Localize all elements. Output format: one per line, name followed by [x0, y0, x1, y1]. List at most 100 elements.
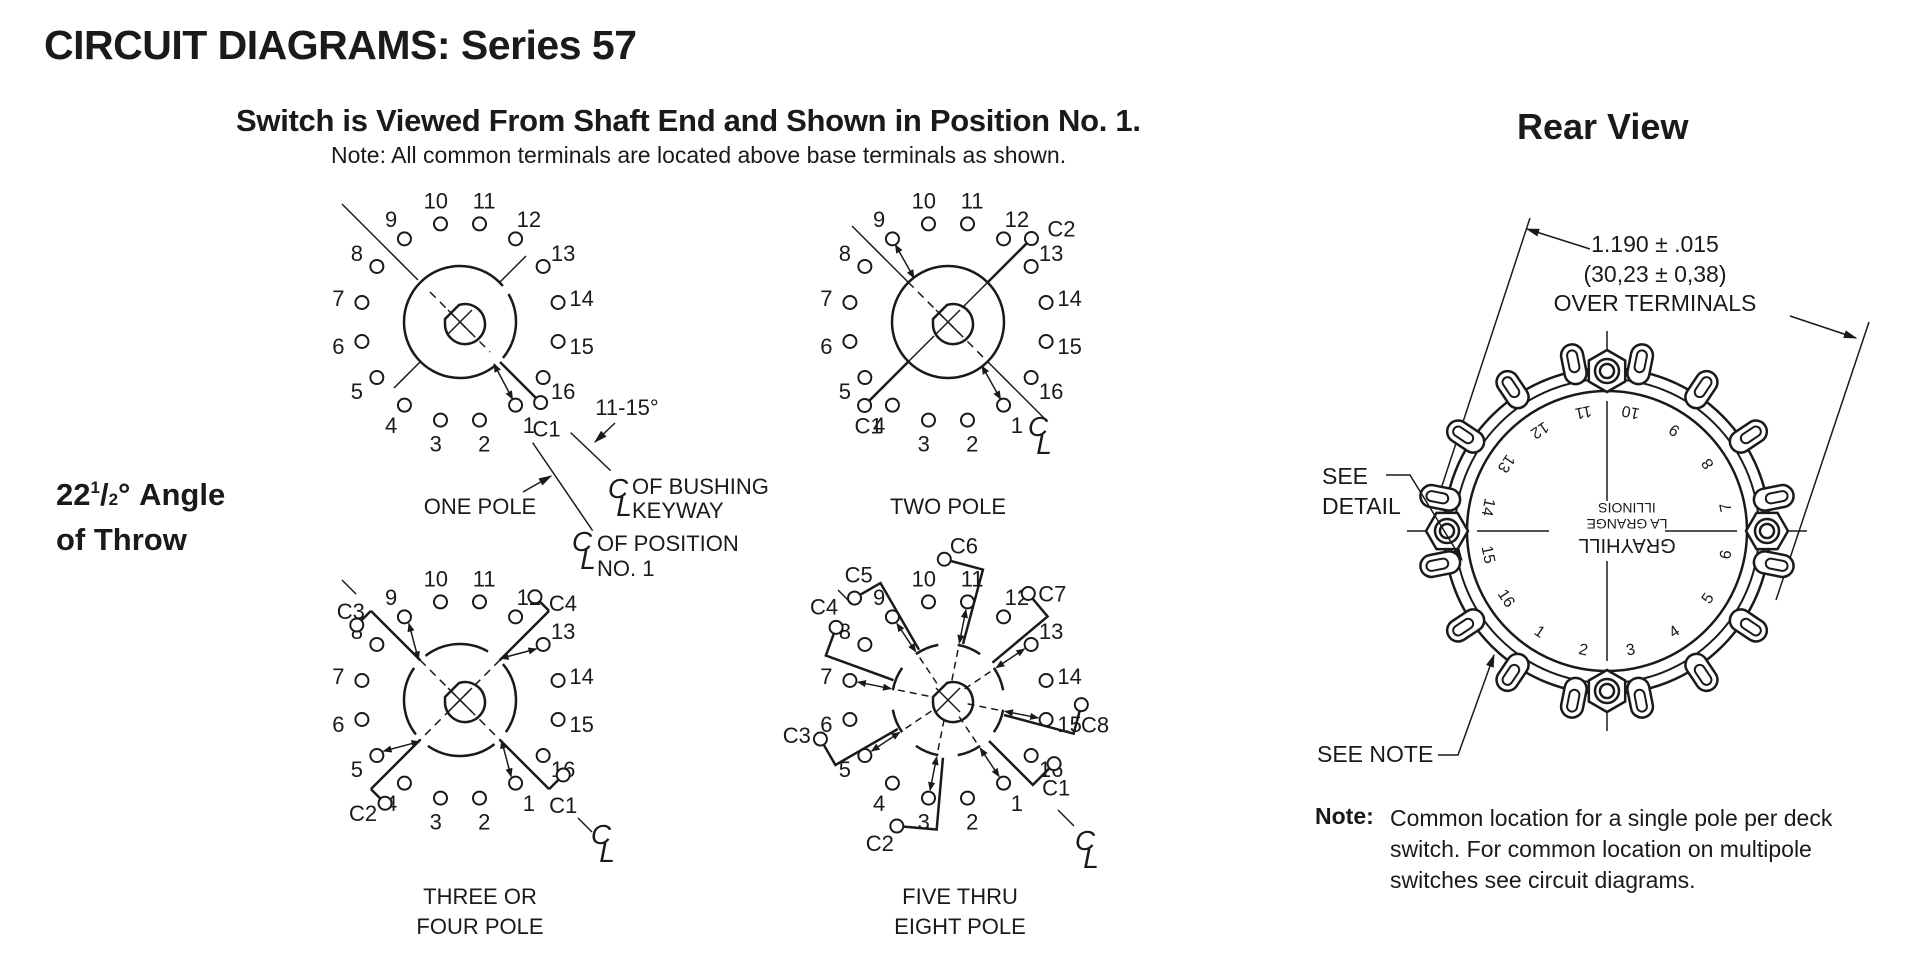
terminal-3 — [432, 412, 448, 428]
mounting-hole-outer — [1593, 357, 1621, 385]
common-terminal-c2 — [377, 795, 393, 811]
common-contact-bar-c2 — [896, 757, 945, 831]
terminal-12 — [996, 609, 1012, 625]
terminal-7 — [354, 672, 370, 688]
rear-terminal-number-5: 5 — [1699, 590, 1718, 607]
dimension-label: OVER TERMINALS — [1554, 290, 1757, 316]
terminal-lug — [1495, 369, 1530, 410]
common-label-c8: C8 — [1081, 712, 1109, 737]
dimension-extension-right — [1775, 321, 1870, 601]
rear-view-title: Rear View — [1517, 106, 1689, 147]
terminal-9 — [396, 609, 412, 625]
terminal-label-16: 16 — [1039, 379, 1063, 404]
angle-of-throw-label: 221/2° Angle of Throw — [56, 477, 226, 557]
dimension-arrow-left — [1525, 228, 1591, 250]
lug-body — [1626, 343, 1655, 386]
terminal-9 — [884, 231, 900, 247]
lug-slot — [1633, 349, 1648, 374]
lug-slot — [1452, 617, 1475, 637]
terminal-label-6: 6 — [332, 334, 344, 359]
rear-terminal-number-12: 12 — [1527, 418, 1551, 442]
common-contact-bar-c4 — [824, 626, 894, 682]
terminal-label-6: 6 — [820, 712, 832, 737]
contact-travel-arrow — [1004, 709, 1040, 720]
mounting-hex-nut — [1587, 668, 1627, 714]
terminal-16 — [1023, 748, 1039, 764]
rear-terminal-number-6: 6 — [1717, 549, 1735, 561]
terminal-label-7: 7 — [332, 286, 344, 311]
lug-body — [1752, 550, 1795, 579]
dimension-extension-left — [1437, 217, 1531, 499]
terminal-6 — [842, 334, 858, 350]
rear-terminal-number-7: 7 — [1717, 501, 1735, 513]
rotor-spoke — [964, 668, 995, 690]
common-label-c7: C7 — [1038, 581, 1066, 606]
terminal-15 — [1038, 334, 1054, 350]
rotor-circle — [890, 264, 1006, 380]
lug-body — [1728, 419, 1769, 454]
terminal-label-3: 3 — [918, 810, 930, 835]
terminal-1 — [996, 397, 1012, 413]
terminal-label-2: 2 — [966, 810, 978, 835]
terminal-label-9: 9 — [385, 207, 397, 232]
lug-slot — [1693, 376, 1713, 399]
diagram-caption-line1: THREE OR — [423, 884, 537, 909]
terminal-label-7: 7 — [820, 286, 832, 311]
terminal-11 — [472, 216, 488, 232]
lug-slot — [1739, 425, 1762, 445]
rear-terminal-number-16: 16 — [1494, 587, 1518, 611]
diagonal-line — [499, 255, 527, 283]
rotor-arc — [992, 709, 1005, 733]
rotor-arc — [891, 667, 904, 691]
rear-note-label: Note: — [1315, 803, 1374, 829]
terminal-11 — [472, 594, 488, 610]
terminal-label-15: 15 — [569, 334, 593, 359]
common-terminal-c7 — [1020, 585, 1036, 601]
lug-slot — [1764, 490, 1789, 505]
rear-view-drawing: 1.190 ± .015(30,23 ± 0,38)OVER TERMINALS… — [1317, 217, 1870, 767]
common-terminal-c4 — [527, 589, 543, 605]
lug-body — [1728, 608, 1769, 643]
position-centerline — [987, 361, 1045, 419]
shaft-cross-line — [935, 687, 961, 713]
centerline-l: L — [616, 491, 632, 522]
mounting-hex-nut — [1587, 348, 1627, 394]
rotor-arc — [957, 643, 981, 656]
lug-slot — [1739, 617, 1762, 637]
terminal-label-13: 13 — [1039, 619, 1063, 644]
terminal-lug — [1445, 608, 1486, 643]
terminal-14 — [1038, 672, 1054, 688]
shaft-flat — [443, 680, 487, 724]
switch-diagram-three-or-four-pole: 12345678910111213141516C1C2C3C4CLTHREE O… — [332, 566, 615, 939]
terminal-label-8: 8 — [351, 241, 363, 266]
shaft-flat — [931, 302, 975, 346]
rotor-arc — [427, 743, 496, 758]
terminal-label-14: 14 — [569, 286, 593, 311]
terminal-7 — [354, 294, 370, 310]
contact-travel-arrow — [981, 365, 1002, 400]
rotor-spoke — [916, 653, 938, 684]
common-terminal-c6 — [936, 551, 952, 567]
lug-slot — [1693, 663, 1713, 686]
terminal-2 — [960, 790, 976, 806]
terminal-label-9: 9 — [873, 585, 885, 610]
terminal-10 — [432, 216, 448, 232]
common-contact-bar-c7 — [991, 592, 1050, 664]
common-terminal-c1 — [1046, 756, 1062, 772]
mounting-hex-nut — [1744, 511, 1790, 551]
rotor-spoke — [958, 716, 980, 747]
shaft-flat — [931, 680, 975, 724]
terminal-1 — [996, 775, 1012, 791]
diagonal-inner — [419, 659, 501, 741]
terminal-label-12: 12 — [517, 207, 541, 232]
common-contact-bar-c6 — [943, 558, 985, 645]
dimension-value: 1.190 ± .015 — [1591, 231, 1719, 257]
terminal-lug — [1445, 419, 1486, 454]
rotor-arc — [891, 709, 904, 733]
centerline-symbol: CL — [1028, 411, 1052, 460]
brand-name: GRAYHILL — [1578, 534, 1675, 556]
common-label-c1: C1 — [1042, 776, 1070, 801]
contact-travel-arrow — [407, 622, 420, 661]
terminal-label-15: 15 — [1057, 334, 1081, 359]
